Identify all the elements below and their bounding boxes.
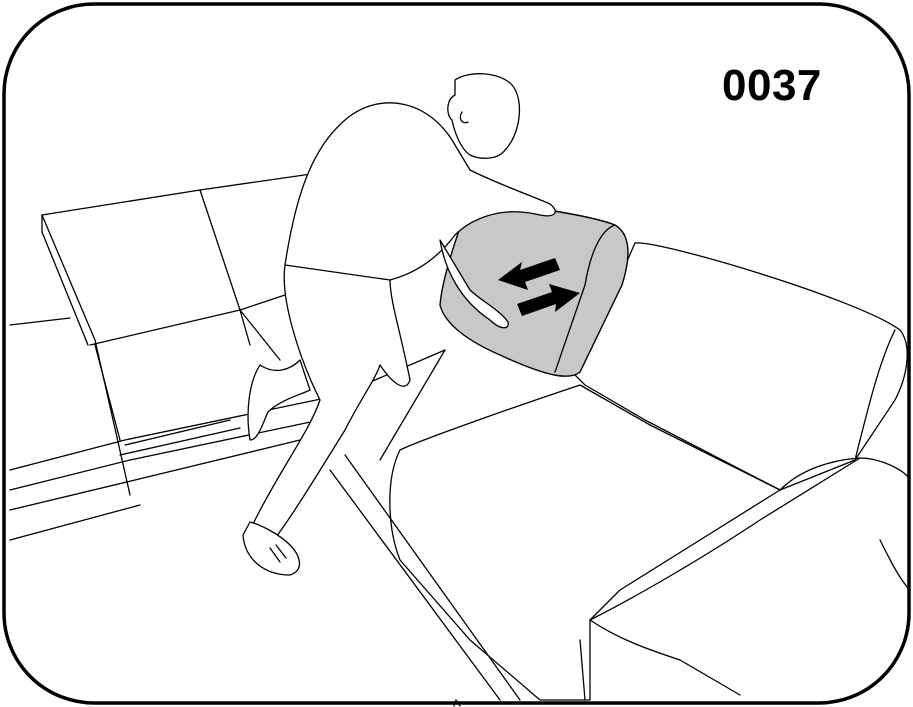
step-number: 0037 <box>722 60 822 112</box>
right-sofa-section <box>330 243 910 700</box>
